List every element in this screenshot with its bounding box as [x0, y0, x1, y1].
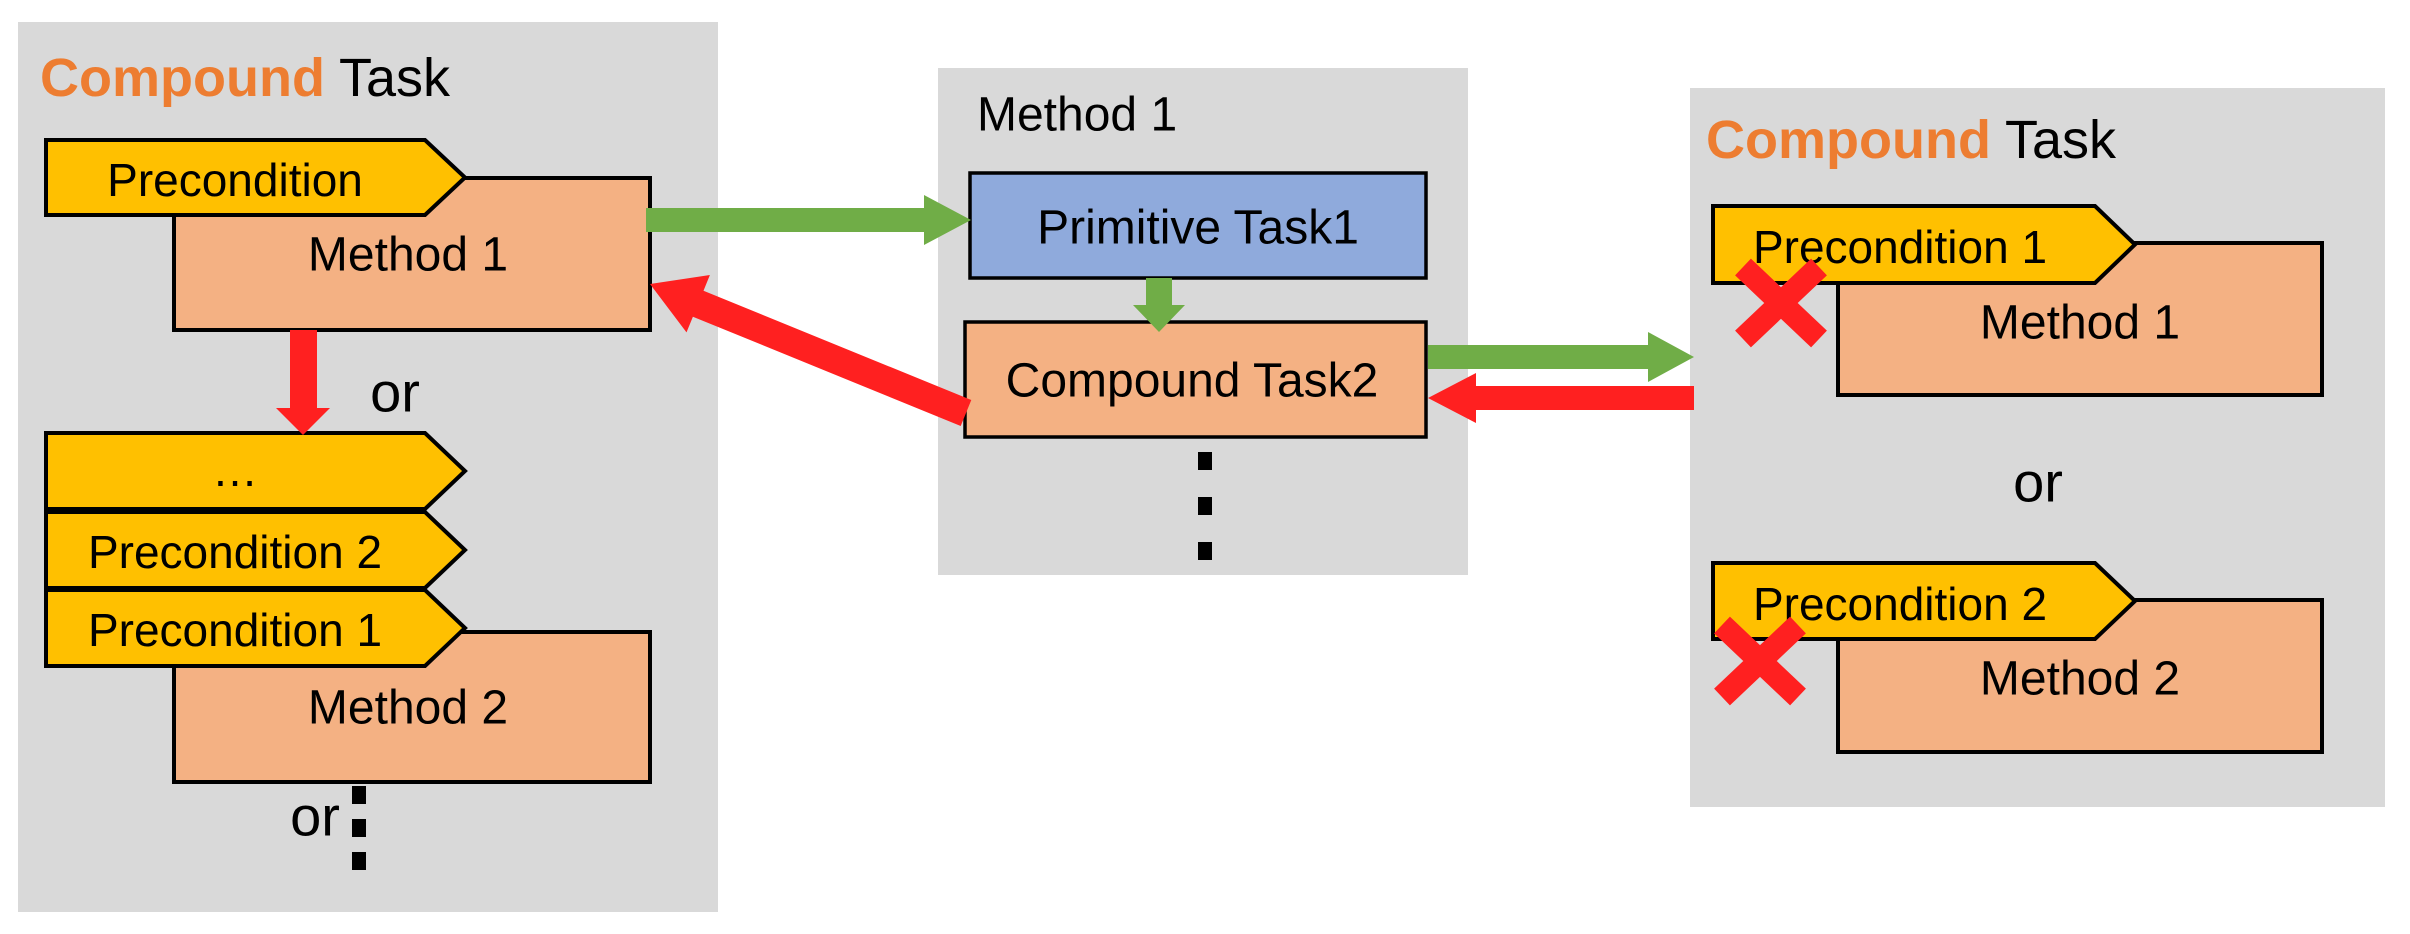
left-panel-title-highlight: Compound: [40, 48, 325, 108]
decompose-arrow-green-middle-to-right: [1428, 332, 1694, 382]
left-method2-label: Method 2: [308, 682, 508, 735]
left-precondition-banner: [44, 138, 468, 217]
middle-vertical-ellipsis-icon: [1198, 452, 1212, 560]
right-precondition1-label: Precondition 1: [1753, 221, 2047, 273]
left-precondition2-banner: [44, 510, 468, 590]
right-or-label: or: [2013, 451, 2063, 514]
backtrack-arrow-red-middle-to-left: [650, 275, 972, 426]
left-precondition2-label: Precondition 2: [88, 526, 382, 578]
decompose-arrow-green-left-to-middle: [646, 195, 971, 245]
middle-panel-title: Method 1: [977, 89, 1177, 142]
subtask-arrow-green-down: [1133, 278, 1185, 332]
compound-task2-box: [963, 320, 1428, 439]
left-or2-label: or: [290, 785, 340, 848]
right-precondition2-label: Precondition 2: [1753, 578, 2047, 630]
backtrack-arrow-red-right-to-middle: [1428, 373, 1694, 423]
left-method1-label: Method 1: [308, 229, 508, 282]
left-ellipsis-banner: [44, 431, 468, 511]
left-vertical-ellipsis-icon: [352, 786, 366, 870]
primitive-task1-label: Primitive Task1: [1037, 202, 1359, 255]
left-ellipsis-label: …: [212, 444, 258, 496]
left-precondition1-label: Precondition 1: [88, 604, 382, 656]
right-method2-label: Method 2: [1980, 653, 2180, 706]
compound-task2-label: Compound Task2: [1006, 355, 1379, 408]
right-panel-title-rest: Task: [2005, 110, 2117, 170]
primitive-task1-box: [968, 171, 1428, 280]
right-method1-label: Method 1: [1980, 297, 2180, 350]
right-panel-title-highlight: Compound: [1706, 110, 1991, 170]
right-precondition2-banner: [1711, 561, 2138, 641]
failed-precondition1-x-icon: [1735, 258, 1827, 348]
left-or1-label: or: [370, 361, 420, 424]
left-precondition-label: Precondition: [107, 154, 363, 206]
left-precondition1-banner: [44, 588, 468, 668]
failed-precondition2-x-icon: [1714, 616, 1806, 706]
try-next-method-arrow-red-down: [276, 330, 330, 435]
right-precondition1-banner: [1711, 204, 2138, 285]
left-panel-title-rest: Task: [339, 48, 451, 108]
